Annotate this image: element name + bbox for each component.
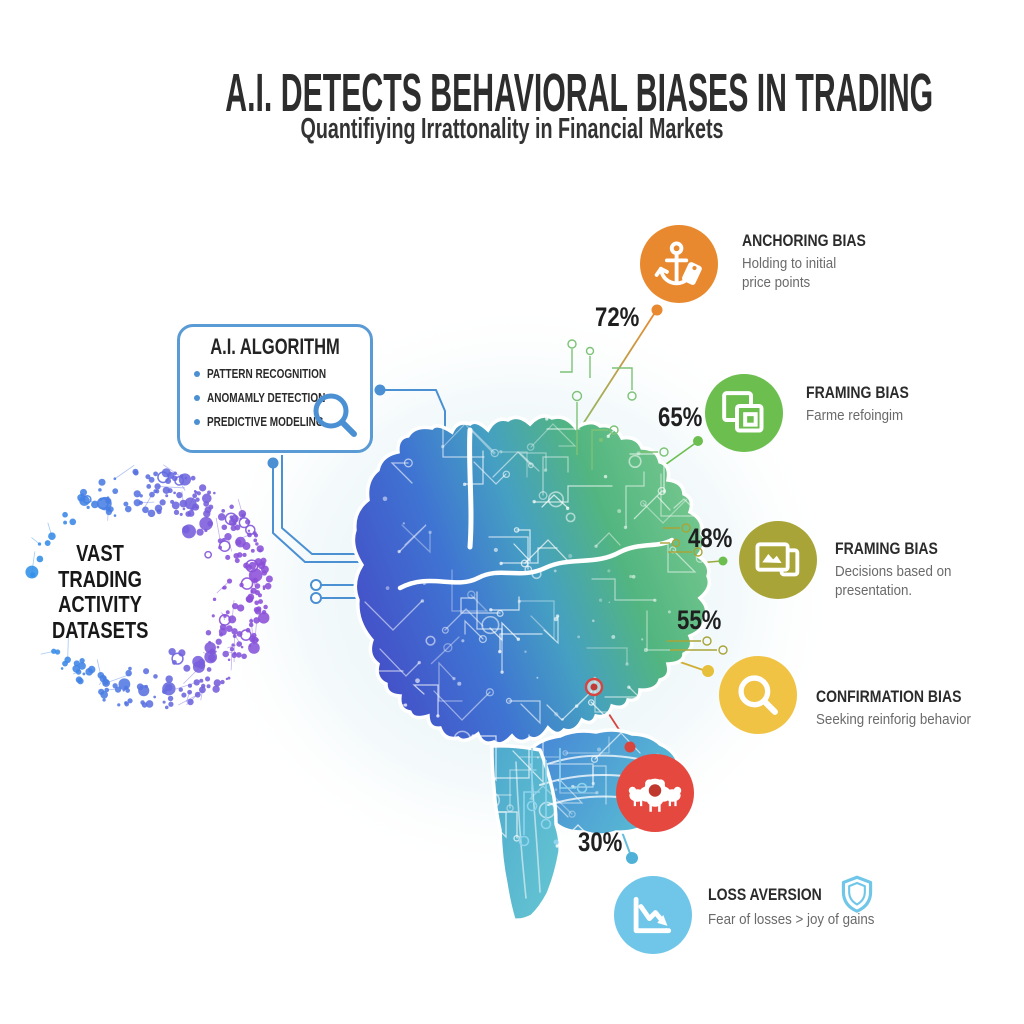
algorithm-bullet-label: ANOMAMLY DETECTION xyxy=(207,391,326,405)
anchoring-bias-percent: 72% xyxy=(595,302,640,332)
anchor-icon xyxy=(654,241,702,286)
algorithm-bullet-label: PATTERN RECOGNITION xyxy=(207,367,327,381)
anchoring-bias-circle xyxy=(640,225,718,303)
magnifier-icon xyxy=(313,393,357,437)
dataset-ring xyxy=(25,464,273,710)
shield-icon xyxy=(841,875,873,913)
connector-dot xyxy=(267,457,279,469)
ring-label-line: DATASETS xyxy=(52,616,149,643)
anchoring-bias-title: ANCHORING BIAS xyxy=(742,232,866,250)
circuit-decorations-blue xyxy=(518,748,588,847)
page-subtitle: Quantifiying Irrattonality in Financial … xyxy=(300,113,724,145)
ring-label-line: ACTIVITY xyxy=(58,591,142,617)
loss-aversion-percent: 30% xyxy=(578,827,623,857)
confirmation-connector-dot xyxy=(702,665,714,677)
framing2-bias-percent: 48% xyxy=(688,523,733,553)
sheep-herd-icon xyxy=(628,778,682,812)
ring-label-line: TRADING xyxy=(58,565,142,592)
magnifier-icon xyxy=(738,675,778,715)
bullet-dot-icon xyxy=(194,371,200,377)
bullet-dot-icon xyxy=(194,395,200,401)
confirmation-bias-desc: Seeking reinforig behavior xyxy=(816,712,971,728)
loss-aversion-circle xyxy=(614,876,692,954)
circuit-decorations-olive xyxy=(660,523,728,655)
algorithm-bullet-row: ANOMAMLY DETECTION xyxy=(194,391,355,405)
algorithm-bullet-label: PREDICTIVE MODELING xyxy=(207,415,324,429)
anchoring-bias-desc: Holding to initial price points xyxy=(742,256,837,291)
framing-bias-title: FRAMING BIAS xyxy=(806,384,909,402)
algorithm-box-title: A.I. ALGORITHM xyxy=(210,334,340,359)
brain-alert-marker xyxy=(584,677,604,697)
dataset-ring-label: VAST TRADING ACTIVITY DATASETS xyxy=(52,540,149,643)
framing2-bias-desc: Decisions based on presentation. xyxy=(835,564,952,599)
herd-bias-circle xyxy=(616,754,694,832)
bullet-dot-icon xyxy=(194,419,200,425)
framing-bias-circle xyxy=(705,374,783,452)
circuit-decorations-green xyxy=(560,339,669,470)
connector-dot xyxy=(374,384,386,396)
loss-aversion-title: LOSS AVERSION xyxy=(708,886,822,904)
connector-endpoints xyxy=(584,304,728,864)
algorithm-bullet-row: PATTERN RECOGNITION xyxy=(194,367,356,381)
declining-chart-icon xyxy=(633,896,672,934)
algorithm-bullet-row: PREDICTIVE MODELING xyxy=(194,415,353,429)
ring-label-line: VAST xyxy=(76,540,124,566)
herd-connector-dot xyxy=(624,741,636,753)
anchoring-connector-dot xyxy=(651,304,663,316)
framing-green-connector-dot xyxy=(693,436,703,446)
confirmation-bias-circle xyxy=(719,656,797,734)
framing-bias-percent: 65% xyxy=(658,402,703,432)
algorithm-box: A.I. ALGORITHM PATTERN RECOGNITION ANOMA… xyxy=(177,324,373,453)
confirmation-bias-percent: 55% xyxy=(677,605,722,635)
framing2-bias-title: FRAMING BIAS xyxy=(835,540,938,558)
framing2-bias-circle xyxy=(739,521,817,599)
confirmation-bias-title: CONFIRMATION BIAS xyxy=(816,688,962,706)
loss-aversion-desc: Fear of losses > joy of gains xyxy=(708,912,875,928)
framing-bias-desc: Farme refoingim xyxy=(806,408,904,424)
frames-icon xyxy=(722,391,764,433)
images-icon xyxy=(755,542,800,577)
loss-connector-dot xyxy=(626,852,638,864)
framing-olive-connector-dot xyxy=(718,556,728,566)
